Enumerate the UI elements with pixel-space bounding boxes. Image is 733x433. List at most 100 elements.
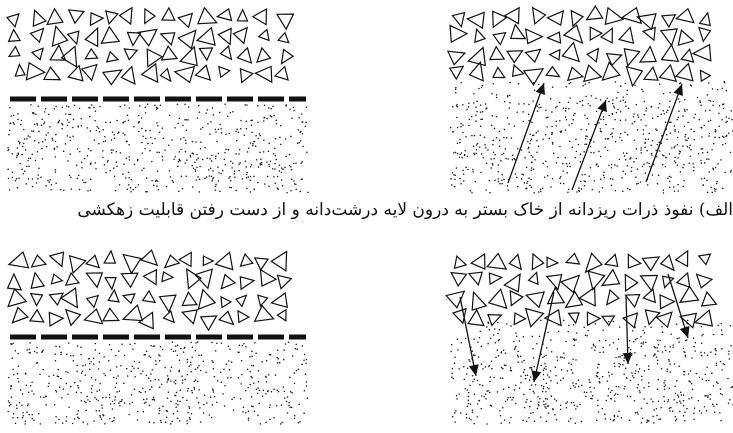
fine-particle (280, 125, 282, 127)
fine-particle (728, 350, 730, 352)
fine-particle (533, 168, 535, 170)
fine-particle (645, 110, 647, 112)
fine-particle (59, 120, 61, 122)
fine-particle (479, 400, 481, 402)
fine-particle (70, 140, 72, 142)
fine-particle (650, 398, 652, 400)
fine-particle (540, 188, 542, 190)
fine-particle (195, 342, 197, 344)
fine-particle (144, 402, 146, 404)
fine-particle (701, 326, 703, 328)
fine-particle (693, 117, 695, 119)
fine-particle (105, 122, 107, 124)
gravel-particle (468, 48, 485, 66)
fine-particle (645, 172, 647, 174)
fine-particle (574, 387, 576, 389)
fine-particle (88, 148, 90, 150)
fine-particle (489, 381, 491, 383)
gravel-particle (9, 30, 21, 42)
fine-particle (275, 138, 277, 140)
fine-particle (304, 390, 306, 392)
fine-particle (31, 390, 33, 392)
fine-particle (190, 156, 192, 158)
fine-particle (704, 162, 706, 164)
fine-particle (658, 175, 660, 177)
fine-particle (716, 181, 718, 183)
fine-particle (259, 390, 261, 392)
fine-particle (289, 377, 291, 379)
fine-particle (530, 140, 532, 142)
fine-particle (41, 125, 43, 127)
fine-particle (26, 385, 28, 387)
fine-particle (19, 402, 21, 404)
fine-particle (51, 138, 53, 140)
fine-particle (545, 366, 547, 368)
fine-particle (187, 359, 189, 361)
fine-particle (289, 154, 291, 156)
fine-particle (514, 348, 516, 350)
fine-particle (528, 417, 530, 419)
gravel-particle (475, 29, 485, 42)
fine-particle (24, 170, 26, 172)
fine-particle (68, 114, 70, 116)
fine-particle (138, 362, 140, 364)
fine-particle (130, 187, 132, 189)
fine-particle (518, 83, 520, 85)
fine-particle (302, 345, 304, 347)
fine-particle (7, 147, 9, 149)
fine-particle (563, 183, 565, 185)
fine-particle (238, 153, 240, 155)
fine-particle (74, 382, 76, 384)
fine-particle (89, 107, 91, 109)
fine-particle (687, 320, 689, 322)
fine-particle (96, 390, 98, 392)
fine-particle (640, 346, 642, 348)
fine-particle (215, 131, 217, 133)
fine-particle (233, 409, 235, 411)
migration-arrow (646, 84, 682, 182)
fine-particle (122, 173, 124, 175)
fine-particle (705, 373, 707, 375)
fine-particle (141, 169, 143, 171)
fine-particle (266, 381, 268, 383)
fine-particle (633, 161, 635, 163)
fine-particle (268, 151, 270, 153)
fine-particle (296, 370, 298, 372)
fine-particle (497, 333, 499, 335)
fine-particle (180, 138, 182, 140)
fine-particle (464, 379, 466, 381)
fine-particle (562, 378, 564, 380)
fine-particle (550, 339, 552, 341)
fine-particle (451, 373, 453, 375)
gravel-particle (693, 45, 711, 61)
fine-particle (545, 160, 547, 162)
fine-particle (284, 391, 286, 393)
fine-particle (583, 180, 585, 182)
fine-particle (513, 158, 515, 160)
fine-particle (263, 120, 265, 122)
gravel-particle (626, 295, 640, 308)
fine-particle (258, 381, 260, 383)
fine-particle (124, 355, 126, 357)
fine-particle (32, 418, 34, 420)
fine-particle (138, 122, 140, 124)
fine-particle (721, 348, 723, 350)
fine-particle (552, 142, 554, 144)
fine-particle (519, 387, 521, 389)
fine-particle (588, 379, 590, 381)
fine-particle (298, 368, 300, 370)
fine-particle (571, 402, 573, 404)
fine-particle (293, 163, 295, 165)
fine-particle (162, 127, 164, 129)
fine-particle (270, 115, 272, 117)
fine-particle (23, 173, 25, 175)
fine-particle (619, 366, 621, 368)
fine-particle (27, 403, 29, 405)
fine-particle (614, 366, 616, 368)
fine-particle (722, 136, 724, 138)
gravel-particle (526, 29, 543, 43)
fine-particle (99, 361, 101, 363)
fine-particle (487, 343, 489, 345)
fine-particle (231, 399, 233, 401)
fine-particle (132, 349, 134, 351)
